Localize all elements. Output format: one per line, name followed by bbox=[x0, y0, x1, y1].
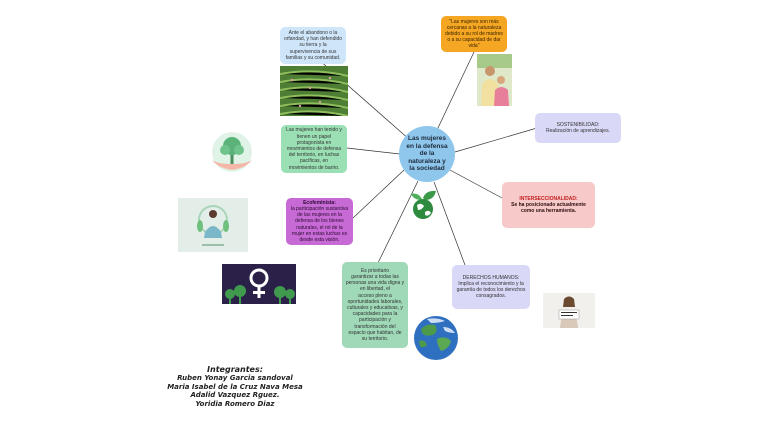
node-interseccionalidad[interactable]: INTERSECCIONALIDAD: Se ha posicionado ac… bbox=[502, 182, 595, 228]
connector-quote bbox=[436, 51, 475, 131]
team-title: Integrantes: bbox=[207, 365, 263, 374]
node-abandono[interactable]: Ante el abandono o la orfandad, y han de… bbox=[280, 27, 346, 64]
team-members: Integrantes: Ruben Yonay Garcia sandoval… bbox=[160, 365, 310, 408]
node-sostenibilidad[interactable]: SOSTENIBILIDAD: Realización de aprendiza… bbox=[535, 113, 621, 143]
female-symbol-banner bbox=[222, 264, 296, 304]
node-ecofeminista[interactable]: Ecofeminista: la participación sustantiv… bbox=[286, 198, 353, 245]
hands-tree-icon bbox=[206, 130, 258, 174]
earth-leaf-icon bbox=[406, 188, 440, 220]
node-derechos[interactable]: DERECHOS HUMANOS: Implica el reconocimie… bbox=[452, 265, 530, 309]
interseccionalidad-body: Se ha posicionado actualmente como una h… bbox=[511, 201, 586, 215]
interseccionalidad-title: INTERSECCIONALIDAD: bbox=[519, 195, 578, 202]
connector-sostenibilidad bbox=[454, 127, 538, 153]
node-papel[interactable]: Las mujeres han tenido y tienen un papel… bbox=[281, 125, 347, 173]
ecofeminista-body: la participación sustantiva de las mujer… bbox=[290, 206, 349, 244]
connector-papel bbox=[346, 147, 401, 155]
team-member: Maria Isabel de la Cruz Nava Mesa bbox=[167, 382, 303, 391]
connector-prioritario bbox=[376, 180, 419, 266]
node-quote[interactable]: "Las mujeres son más cercanas a la natur… bbox=[441, 16, 507, 52]
team-member: Adalid Vazquez Rguez. bbox=[190, 391, 280, 400]
connector-interseccionalidad bbox=[449, 169, 503, 199]
woman-nature-illustration bbox=[178, 198, 248, 252]
ecofeminista-title: Ecofeminista: bbox=[303, 199, 336, 206]
team-member: Yoridia Romero Diaz bbox=[195, 399, 275, 408]
team-member: Ruben Yonay Garcia sandoval bbox=[177, 374, 293, 383]
mother-child-photo bbox=[477, 54, 512, 106]
protester-photo bbox=[543, 293, 595, 328]
center-topic[interactable]: Las mujeres en la defensa de la naturale… bbox=[399, 126, 455, 182]
connector-ecofeminista bbox=[352, 169, 405, 219]
tea-field-photo bbox=[280, 66, 348, 116]
earth-globe-image bbox=[413, 315, 459, 361]
connector-derechos bbox=[433, 181, 466, 266]
node-prioritario[interactable]: Es prioritario garantizar a todas las pe… bbox=[342, 262, 408, 348]
